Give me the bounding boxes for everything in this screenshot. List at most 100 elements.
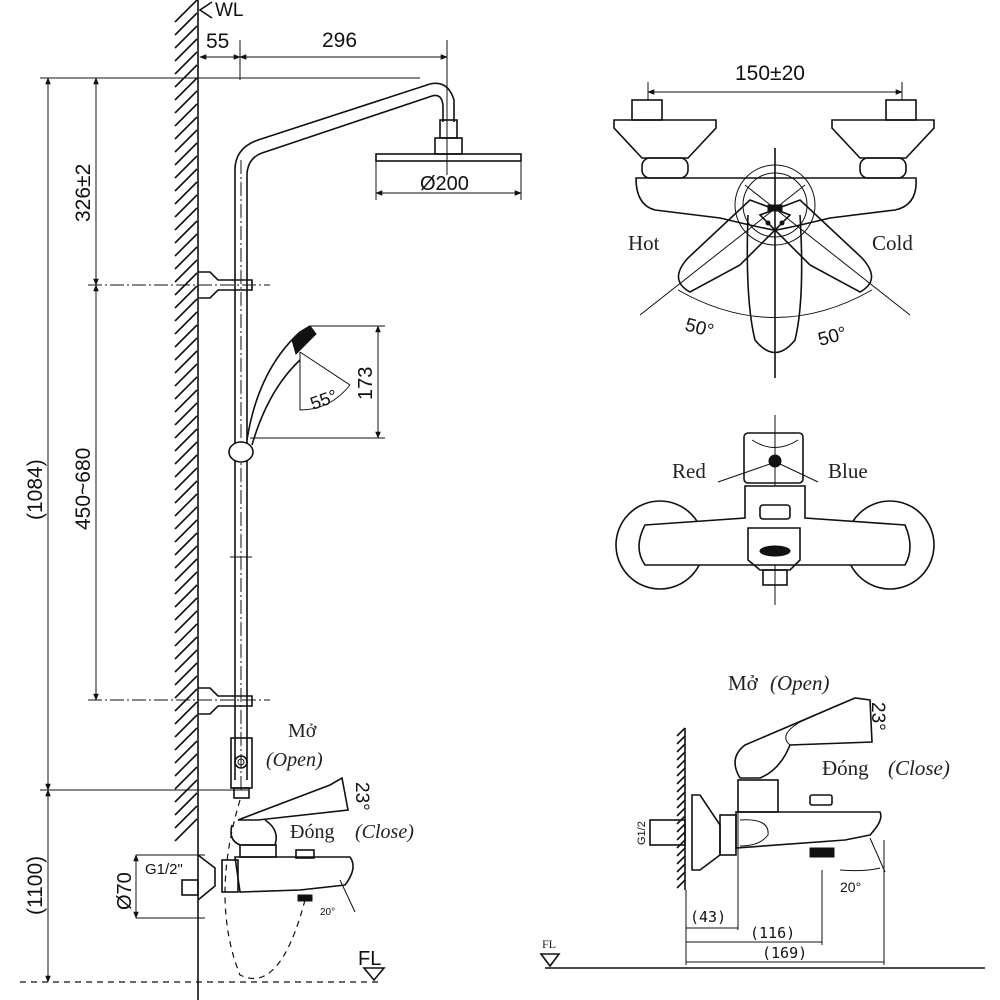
wall-hatch-line [174,298,198,322]
shower-set-elevation: WL 55 296 (1084) 326±2 450~680 (110 [20,0,522,1000]
wall-hatch-line [676,807,686,817]
wall-hatch-line [676,855,686,865]
wall-hatch-line [174,116,198,140]
close-label-en: (Close) [355,821,414,843]
side-floor-label: FL [542,937,556,951]
wall-hatch-line [174,233,198,257]
wall-hatch-line [174,389,198,413]
dim-wall-offset: 55 [206,30,229,53]
wall-hatch-line [174,519,198,543]
wall-hatch-line [174,285,198,309]
lever-angle: 23° [351,782,372,811]
hot-label: Hot [628,231,660,255]
wall-hatch-line [174,103,198,127]
dimension-arm: 55 296 [199,29,448,175]
dim-handshower-angle: 55° [308,386,340,414]
red-label: Red [672,459,706,483]
wall-hatch-line [174,818,198,842]
diverter-valve [230,737,253,799]
wall-hatch-line [174,259,198,283]
wall-hatch-line [174,480,198,504]
wall-hatch-line [174,727,198,751]
dim-total-height: (1084) [24,459,47,520]
wall-hatch-line [174,571,198,595]
wall-hatch-line [676,791,686,801]
mixer-front-view: Red Blue [615,415,935,605]
wall-hatch-line [676,863,686,873]
wall-level-label: WL [215,0,244,21]
side-open-label-vi: Mở [728,671,759,695]
wall-hatch-line [174,194,198,218]
spout-angle: 20° [320,907,335,918]
wall-hatch-line [174,584,198,608]
wall-hatch-line [174,636,198,660]
riser-pipe [234,82,455,790]
wall-hatch-line [676,879,686,889]
side-spout-angle: 20° [840,879,861,895]
wall-hatch-line [676,799,686,809]
wall-hatch-line [174,675,198,699]
wall-hatch-line [676,839,686,849]
wall-hatch-line [174,207,198,231]
wall-hatch-line [174,493,198,517]
open-label-vi: Mở [288,720,317,742]
wall-bracket-top [198,271,253,299]
wall-hatch-line [174,623,198,647]
wall-hatch-line [174,753,198,777]
wall-hatch-line [174,467,198,491]
close-label-vi: Đóng [290,821,334,843]
rain-shower-head: Ø200 [375,119,522,200]
dimension-total-height: (1084) [24,77,51,791]
wall-level-marker: WL [198,0,244,21]
floor-level: FL [20,948,386,983]
wall-hatch-line [676,831,686,841]
wall-hatch-line [676,759,686,769]
wall-hatch-line [174,402,198,426]
wall-hatch-line [676,767,686,777]
dim-flange-diameter: Ø70 [114,872,136,910]
wall-hatch-line [174,376,198,400]
wall-hatch-line [174,740,198,764]
thread-label: G1/2" [145,861,183,878]
wall-hatch-line [174,168,198,192]
wall-hatch-line [174,220,198,244]
wall [174,0,199,1000]
wall-hatch-line [676,823,686,833]
bath-mixer-left: 20° [197,776,356,980]
wall-bracket-bottom [198,687,253,715]
open-label-en: (Open) [266,749,323,771]
wall-hatch-line [174,64,198,88]
dim-center-distance: 150±20 [735,62,805,85]
wall-hatch-line [174,25,198,49]
wall-hatch-line [174,805,198,829]
wall-hatch-line [174,38,198,62]
wall-hatch-line [676,847,686,857]
dim-head-diameter: Ø200 [420,173,469,195]
dimension-mixer-height: (1100) [24,789,51,983]
wall-hatch-line [174,545,198,569]
mixer-side-view: Mở (Open) 23° Đóng (Close) G1/2 20° (43 [539,671,985,969]
wall-hatch-line [174,701,198,725]
wall-hatch-line [174,714,198,738]
mixer-top-view: 150±20 Hot Cold 50° 50° [613,62,935,378]
dimension-top-section: 326±2 [72,77,99,286]
wall-hatch-line [174,610,198,634]
dim-43: (43) [690,908,726,926]
wall-hatch-line [174,558,198,582]
wall-hatch-line [174,415,198,439]
dim-slide-range: 450~680 [72,448,95,530]
wall-hatch-line [174,649,198,673]
wall-hatch-line [676,751,686,761]
floor-label: FL [358,948,381,970]
wall-hatch-line [174,532,198,556]
wall-hatch-line [174,155,198,179]
wall-hatch-line [174,350,198,374]
side-thread-label: G1/2 [636,821,648,845]
blue-label: Blue [828,459,868,483]
wall-hatch-line [174,90,198,114]
wall-hatch-line [174,324,198,348]
side-close-label-en: (Close) [888,756,950,780]
cold-label: Cold [872,231,913,255]
wall-hatch-line [174,77,198,101]
